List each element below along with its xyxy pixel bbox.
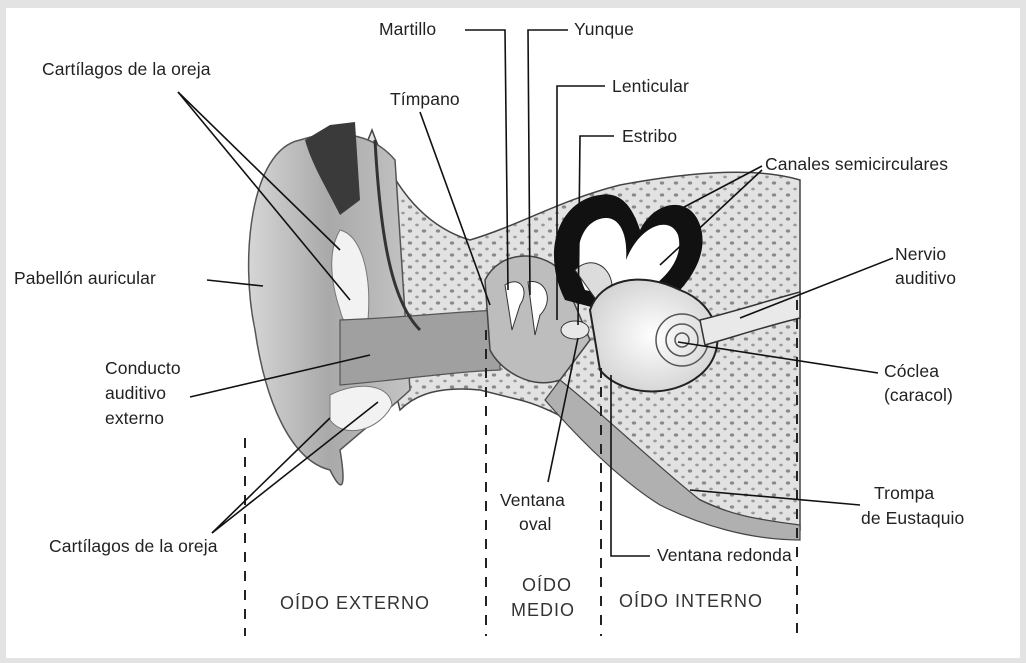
- ossicle-stirrup: [561, 321, 589, 339]
- label-canales-semicirculares: Canales semicirculares: [765, 154, 948, 175]
- label-ventana-oval-line2: oval: [519, 514, 552, 535]
- label-ventana-oval-line1: Ventana: [500, 490, 565, 511]
- label-coclea-line2: (caracol): [884, 385, 953, 406]
- label-estribo: Estribo: [622, 126, 677, 147]
- leader-cartilagos-bottom-1: [212, 418, 330, 533]
- region-oido-medio-line2: MEDIO: [511, 599, 575, 621]
- region-oido-interno: OÍDO INTERNO: [619, 590, 763, 612]
- region-oido-medio-line1: OÍDO: [522, 574, 572, 596]
- label-cartilagos-top: Cartílagos de la oreja: [42, 59, 211, 80]
- cartilage-lower: [330, 386, 392, 430]
- label-nervio-auditivo-line2: auditivo: [895, 268, 956, 289]
- label-yunque: Yunque: [574, 19, 634, 40]
- region-oido-externo: OÍDO EXTERNO: [280, 592, 430, 614]
- label-conducto-line3: externo: [105, 408, 164, 429]
- label-coclea-line1: Cóclea: [884, 361, 939, 382]
- label-ventana-redonda: Ventana redonda: [657, 545, 792, 566]
- label-trompa-line1: Trompa: [874, 483, 934, 504]
- label-cartilagos-bottom: Cartílagos de la oreja: [49, 536, 218, 557]
- label-conducto-line1: Conducto: [105, 358, 181, 379]
- label-conducto-line2: auditivo: [105, 383, 166, 404]
- label-pabellon-auricular: Pabellón auricular: [14, 268, 156, 289]
- label-lenticular: Lenticular: [612, 76, 689, 97]
- label-timpano: Tímpano: [390, 89, 460, 110]
- label-martillo: Martillo: [379, 19, 436, 40]
- label-trompa-line2: de Eustaquio: [861, 508, 964, 529]
- label-nervio-auditivo-line1: Nervio: [895, 244, 946, 265]
